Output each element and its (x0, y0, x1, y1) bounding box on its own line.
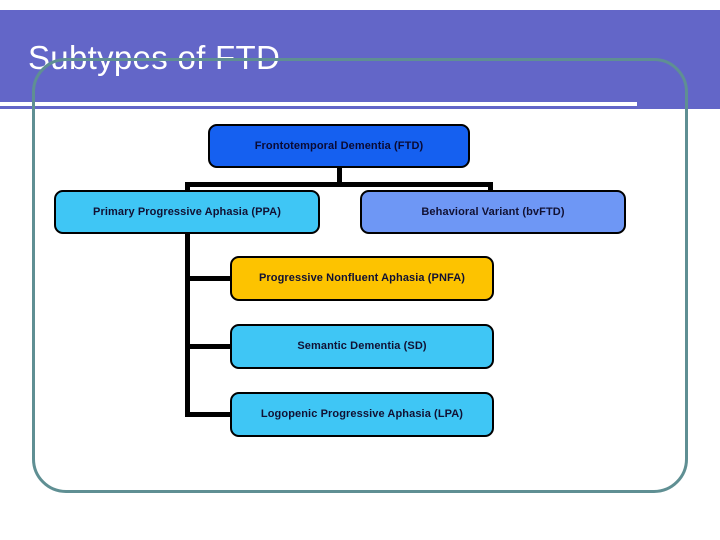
connector-level2-bus (185, 182, 493, 187)
node-logopenic-progressive-aphasia[interactable]: Logopenic Progressive Aphasia (LPA) (230, 392, 494, 437)
connector-drop-bvftd (488, 182, 493, 192)
connector-branch-lpa (185, 412, 233, 417)
node-frontotemporal-dementia[interactable]: Frontotemporal Dementia (FTD) (208, 124, 470, 168)
node-progressive-nonfluent-aphasia[interactable]: Progressive Nonfluent Aphasia (PNFA) (230, 256, 494, 301)
node-semantic-dementia[interactable]: Semantic Dementia (SD) (230, 324, 494, 369)
connector-branch-pnfa (185, 276, 233, 281)
slide-top-margin (0, 0, 720, 10)
page-title: Subtypes of FTD (28, 39, 281, 76)
connector-branch-sd (185, 344, 233, 349)
connector-ftd-stem (337, 168, 342, 183)
connector-drop-ppa (185, 182, 190, 192)
node-primary-progressive-aphasia[interactable]: Primary Progressive Aphasia (PPA) (54, 190, 320, 234)
title-underline-rule (0, 102, 637, 106)
node-behavioral-variant[interactable]: Behavioral Variant (bvFTD) (360, 190, 626, 234)
connector-ppa-trunk (185, 234, 190, 416)
